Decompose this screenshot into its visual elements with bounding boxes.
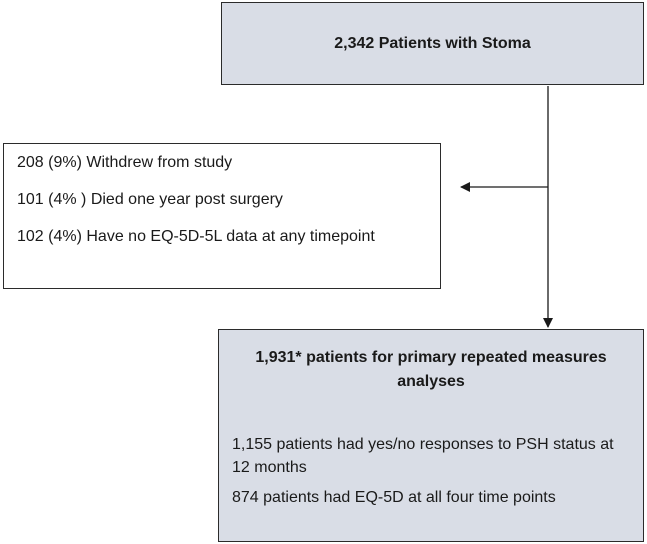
eq5d-timepoints-detail: 874 patients had EQ-5D at all four time … bbox=[232, 489, 556, 506]
enrolled-patients-label: 2,342 Patients with Stoma bbox=[334, 34, 531, 52]
exclusion-died: 101 (4% ) Died one year post surgery bbox=[17, 191, 283, 208]
exclusion-no-data: 102 (4%) Have no EQ-5D-5L data at any ti… bbox=[17, 228, 375, 245]
psh-status-detail: 1,155 patients had yes/no responses to P… bbox=[232, 436, 614, 476]
analysis-cohort-title: 1,931* patients for primary repeated mea… bbox=[255, 349, 607, 390]
enrolled-patients-box: 2,342 Patients with Stoma bbox=[221, 2, 644, 85]
exclusion-withdrew: 208 (9%) Withdrew from study bbox=[17, 154, 233, 171]
exclusions-box: 208 (9%) Withdrew from study 101 (4% ) D… bbox=[3, 143, 441, 289]
analysis-cohort-box: 1,931* patients for primary repeated mea… bbox=[218, 329, 644, 542]
